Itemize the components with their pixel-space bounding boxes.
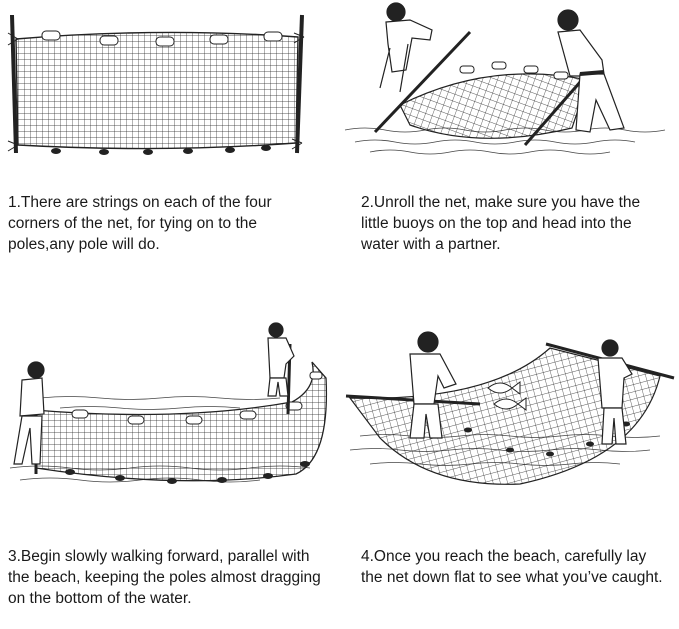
step-2-caption: 2.Unroll the net, make sure you have the… [361,194,641,253]
step-4-panel: 4.Once you reach the beach, carefully la… [340,318,679,629]
fish-icon [487,381,527,411]
unroll-net-illustration [340,0,670,160]
step-3-caption: 3.Begin slowly walking forward, parallel… [8,548,321,607]
step-2-panel: 2.Unroll the net, make sure you have the… [340,0,679,300]
walking-net-illustration [0,318,335,493]
step-1-caption: 1.There are strings on each of the four … [8,194,272,253]
net-on-poles-illustration [0,5,320,155]
catch-net-illustration [340,318,675,493]
step-3-panel: 3.Begin slowly walking forward, parallel… [0,318,340,629]
step-1-panel: 1.There are strings on each of the four … [0,0,340,300]
step-4-caption: 4.Once you reach the beach, carefully la… [361,548,663,586]
